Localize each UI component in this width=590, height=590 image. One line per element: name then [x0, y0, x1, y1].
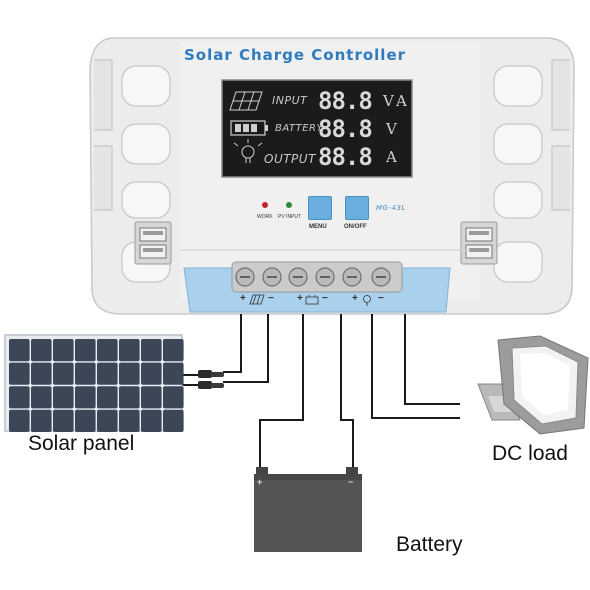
- solar-cell: [9, 339, 30, 362]
- solar-cell: [75, 409, 96, 432]
- pv-input-led: [286, 202, 292, 208]
- floodlight-icon: [477, 335, 589, 435]
- solar-cell: [9, 409, 30, 432]
- solar-cell: [97, 386, 118, 409]
- terminal-bat-minus: −: [322, 293, 328, 304]
- onoff-button-label: ON/OFF: [344, 224, 367, 230]
- solar-cell: [31, 386, 52, 409]
- battery-label: Battery: [396, 533, 463, 556]
- lcd-battery-icon: [230, 120, 268, 136]
- terminal-battery-icon: [305, 295, 319, 305]
- menu-button[interactable]: [308, 196, 332, 220]
- solar-panel-icon: [4, 334, 184, 432]
- solar-cell: [141, 409, 162, 432]
- menu-button-label: MENU: [309, 224, 327, 230]
- solar-cell: [9, 386, 30, 409]
- lcd-input-label: INPUT: [272, 94, 308, 107]
- solar-cell: [119, 386, 140, 409]
- pv-input-indicator-label: PV INPUT: [278, 214, 302, 220]
- solar-cell: [163, 386, 184, 409]
- solar-cell: [75, 386, 96, 409]
- mc4-connectors: [180, 370, 224, 389]
- model-label: MG-43L: [376, 204, 406, 212]
- solar-cell: [97, 362, 118, 385]
- lcd-bulb-icon: [233, 139, 263, 163]
- work-led: [262, 202, 268, 208]
- lcd-output-label: OUTPUT: [264, 152, 316, 166]
- dc-load-label: DC load: [492, 442, 568, 465]
- solar-cell: [75, 362, 96, 385]
- solar-panel-label: Solar panel: [28, 432, 135, 455]
- usb-port-icon-right: [460, 221, 498, 265]
- terminal-pv-plus: +: [240, 293, 246, 304]
- solar-cell: [53, 409, 74, 432]
- right-ribs: [493, 59, 570, 283]
- terminal-solar-icon: [249, 294, 265, 305]
- solar-cell: [9, 362, 30, 385]
- work-indicator-label: WORK: [257, 214, 273, 220]
- solar-cell: [141, 386, 162, 409]
- lcd-battery-label: BATTERY: [275, 123, 324, 134]
- lcd-input-digits: 88.8: [318, 87, 373, 115]
- solar-cell: [141, 339, 162, 362]
- lcd-unit-a-top: A: [396, 92, 407, 110]
- solar-cell: [141, 362, 162, 385]
- terminal-pv-minus: −: [268, 293, 274, 304]
- lcd-solar-icon: [229, 91, 263, 111]
- lcd-unit-a-bottom: A: [386, 148, 397, 166]
- lcd-unit-v-top: V: [383, 92, 394, 110]
- solar-cell: [53, 362, 74, 385]
- usb-port-icon-left: [134, 221, 172, 265]
- solar-cell: [163, 409, 184, 432]
- solar-cell: [31, 362, 52, 385]
- lcd-battery-digits: 88.8: [318, 115, 373, 143]
- terminal-bat-plus: +: [297, 293, 303, 304]
- battery-minus: −: [348, 477, 354, 487]
- lcd-unit-v-mid: V: [386, 120, 397, 138]
- solar-cell: [31, 409, 52, 432]
- solar-cell: [97, 339, 118, 362]
- solar-cell: [31, 339, 52, 362]
- controller-title: Solar Charge Controller: [183, 46, 407, 64]
- battery-icon: [254, 467, 362, 552]
- solar-cell: [53, 386, 74, 409]
- solar-cell: [163, 339, 184, 362]
- solar-cell: [163, 362, 184, 385]
- terminal-strip: [183, 261, 451, 313]
- terminal-load-plus: +: [352, 293, 358, 304]
- solar-cell: [119, 339, 140, 362]
- solar-cell: [119, 362, 140, 385]
- terminal-bulb-icon: [363, 295, 371, 306]
- wires: [223, 314, 460, 470]
- solar-cell: [53, 339, 74, 362]
- battery-plus: +: [257, 477, 263, 487]
- solar-cell: [97, 409, 118, 432]
- lcd-output-digits: 88.8: [318, 143, 373, 171]
- onoff-button[interactable]: [345, 196, 369, 220]
- terminal-load-minus: −: [378, 293, 384, 304]
- solar-cell: [75, 339, 96, 362]
- solar-cell: [119, 409, 140, 432]
